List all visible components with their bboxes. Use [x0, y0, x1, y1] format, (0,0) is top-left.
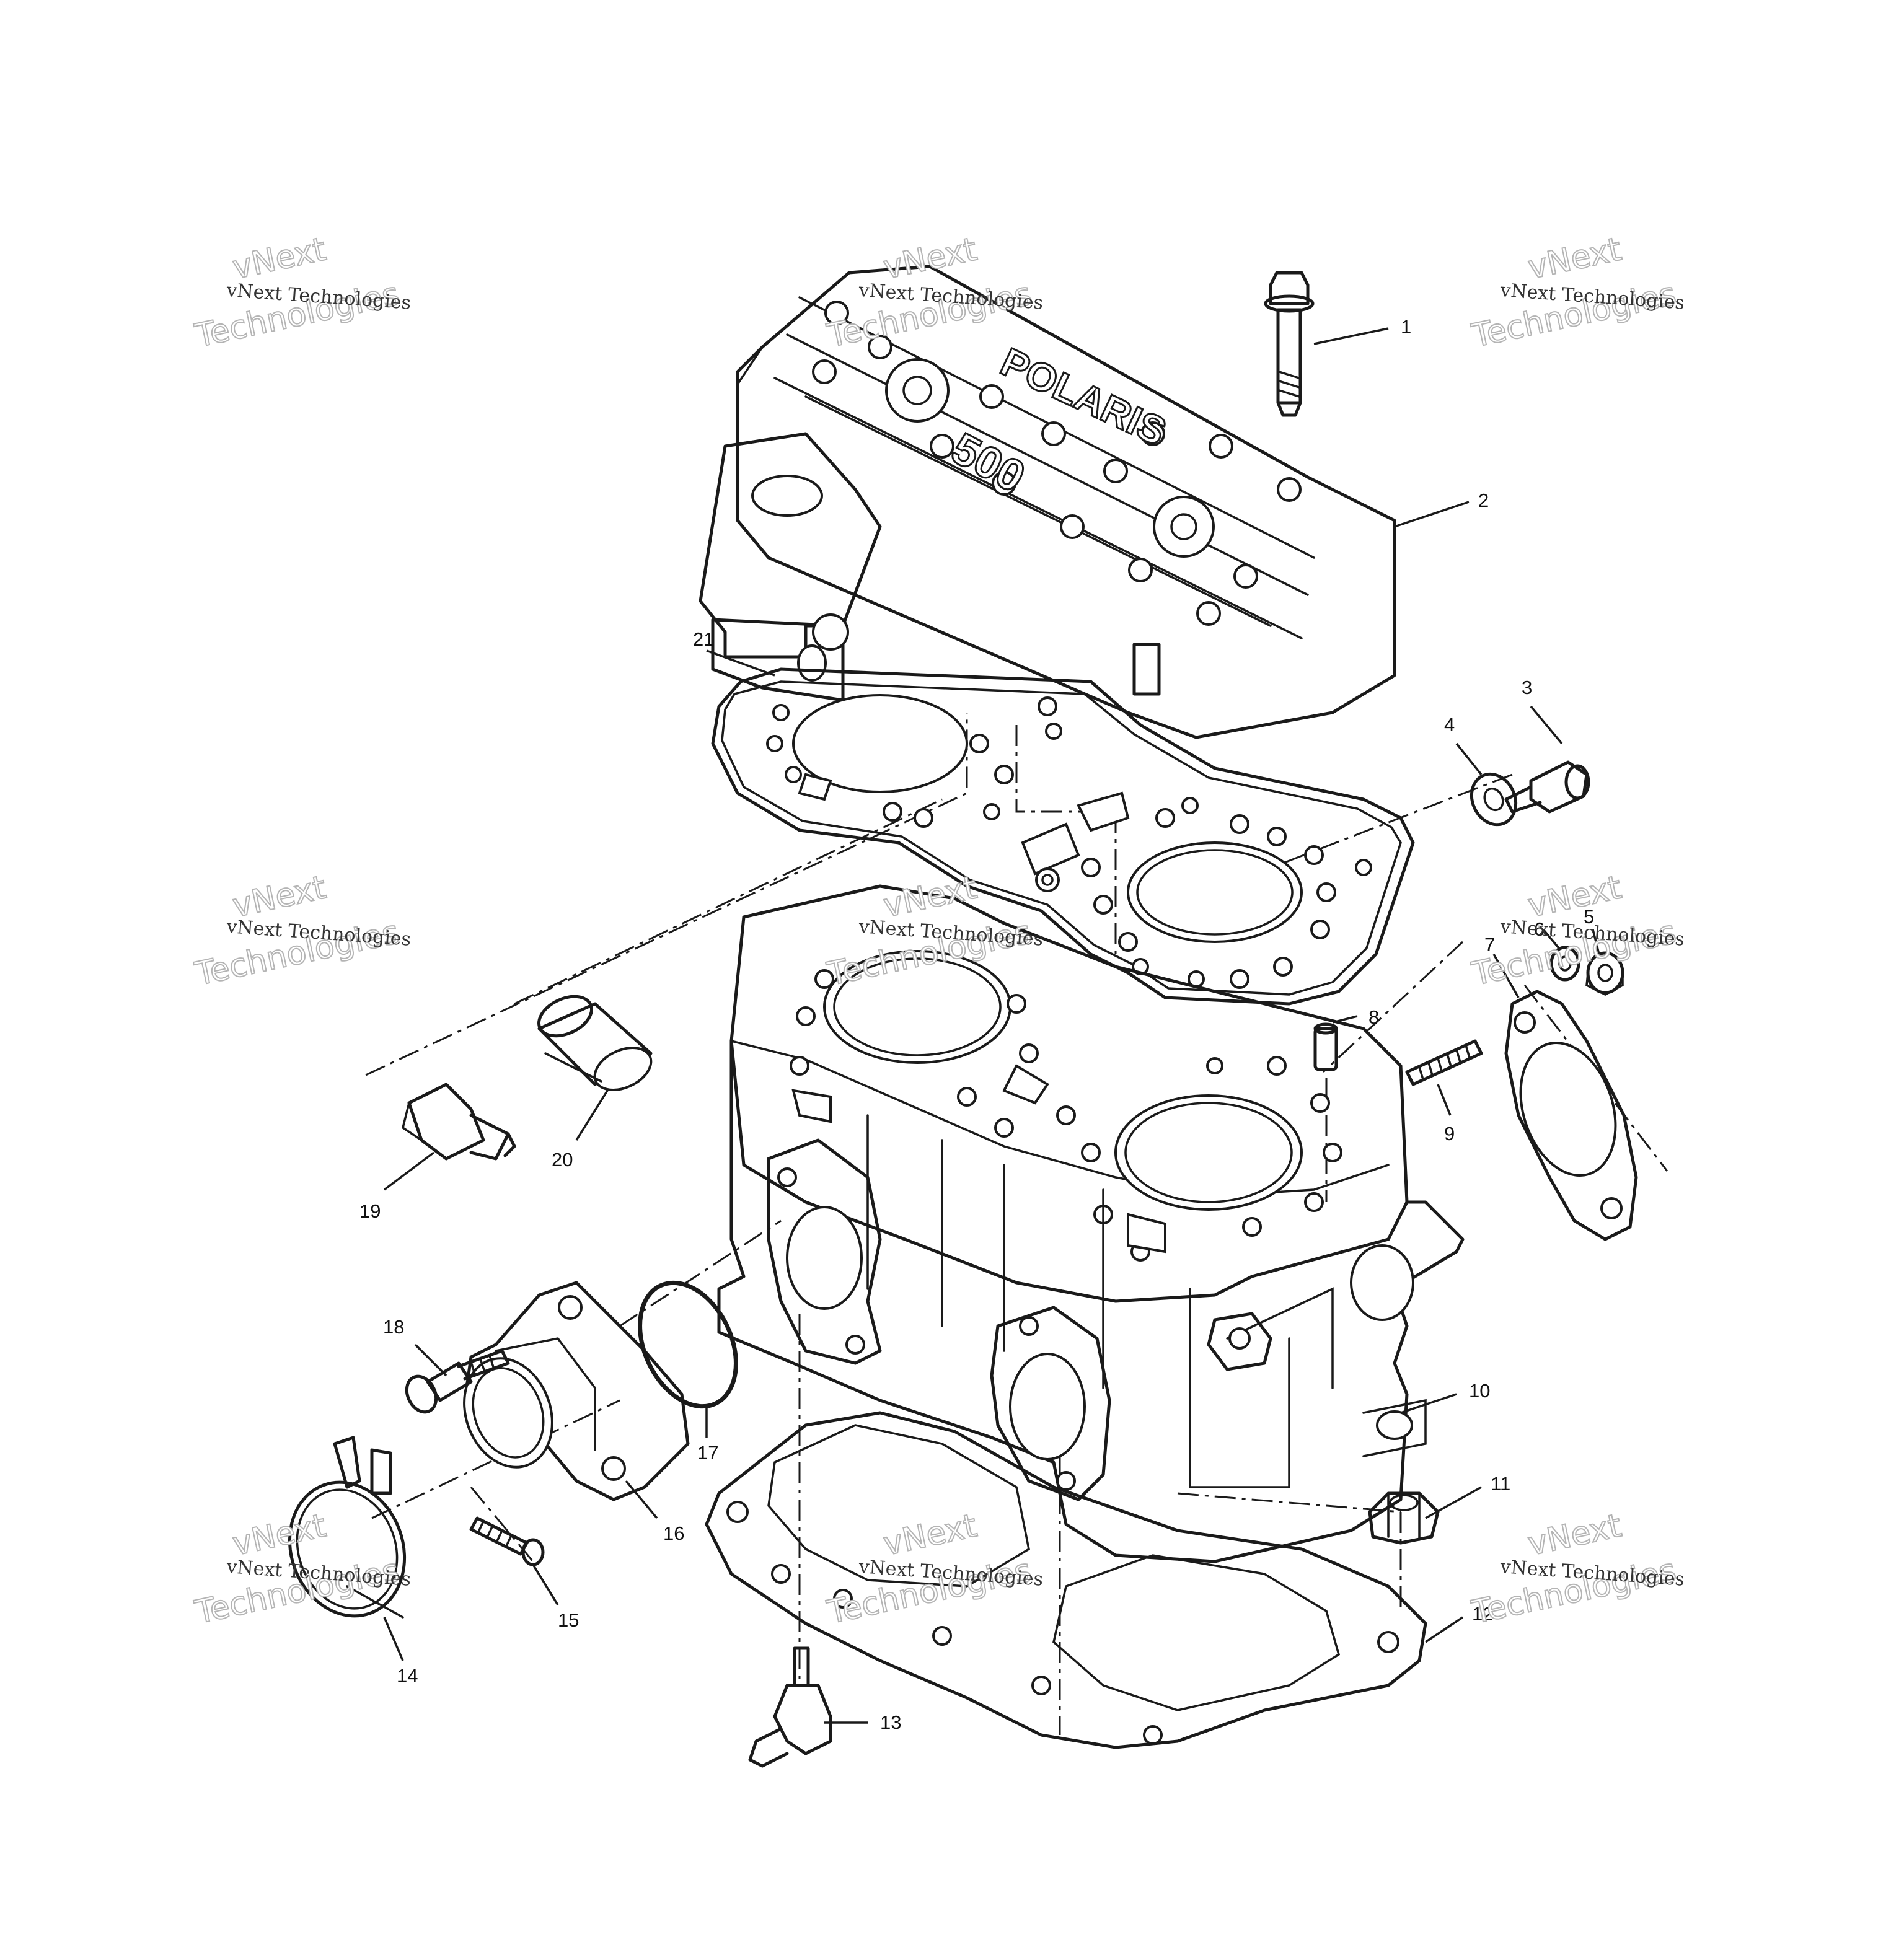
callout-5: 5 [1584, 906, 1594, 928]
callout-8: 8 [1368, 1006, 1379, 1028]
intake-adapter-part-16 [463, 1281, 690, 1501]
svg-text:vNext: vNext [229, 1507, 329, 1563]
callout-2: 2 [1478, 490, 1489, 511]
watermark-middle-left: vNext Technologies vNext Technologies [191, 868, 412, 993]
head-gasket-part-21 [711, 667, 1415, 1006]
washer-part-4 [1470, 772, 1518, 827]
sleeve-part-20 [537, 995, 653, 1091]
svg-text:vNext: vNext [880, 869, 980, 925]
nut-part-5 [1585, 951, 1624, 996]
callout-21: 21 [693, 628, 714, 650]
svg-text:vNext: vNext [1525, 231, 1624, 286]
temperature-sensor-part-19 [402, 1083, 516, 1161]
watermark-top-right: vNext Technologies vNext Technologies [1468, 230, 1685, 355]
watermark-bottom-left: vNext Technologies vNext Technologies [191, 1506, 412, 1632]
svg-text:vNext: vNext [880, 231, 980, 286]
screw-part-15 [469, 1516, 545, 1566]
watermark-middle-right: vNext Technologies vNext Technologies [1468, 868, 1685, 993]
bolt-part-3 [1504, 760, 1590, 814]
callout-16: 16 [663, 1522, 684, 1544]
callout-4: 4 [1444, 714, 1455, 736]
callout-17: 17 [697, 1442, 718, 1464]
svg-text:vNext: vNext [1525, 1507, 1624, 1563]
watermark-bottom-center: vNext Technologies vNext Technologies [823, 1506, 1044, 1632]
svg-text:vNext: vNext [229, 231, 329, 286]
callout-12: 12 [1472, 1603, 1493, 1625]
callout-labels: 1 2 3 4 5 6 7 8 9 10 11 12 13 14 15 16 1… [359, 316, 1594, 1733]
dowel-pin-part-8 [1313, 1022, 1338, 1071]
callout-14: 14 [397, 1665, 418, 1687]
hose-clamp-part-14 [288, 1436, 407, 1619]
callout-10: 10 [1469, 1380, 1490, 1402]
callout-1: 1 [1401, 316, 1411, 338]
head-model-engraving: 500 [943, 423, 1033, 502]
elbow-fitting-part-13 [748, 1646, 832, 1768]
lock-washer-part-6 [1549, 946, 1580, 982]
o-ring-part-17 [638, 1280, 738, 1409]
svg-text:vNext: vNext [1525, 869, 1624, 925]
callout-6: 6 [1534, 918, 1545, 940]
callout-13: 13 [880, 1711, 901, 1733]
cylinder-part-10 [717, 884, 1465, 1563]
head-brand-engraving: POLARIS [994, 339, 1173, 454]
callout-11: 11 [1491, 1473, 1510, 1495]
callout-7: 7 [1484, 934, 1495, 955]
bolt-part-1 [1264, 271, 1315, 417]
watermark-top-left: vNext Technologies vNext Technologies [191, 230, 412, 355]
base-gasket-part-12 [705, 1411, 1427, 1749]
callout-18: 18 [383, 1316, 404, 1338]
cylinder-head-part-2: POLARIS 500 [699, 265, 1396, 739]
callout-9: 9 [1444, 1123, 1455, 1144]
watermark-top-center: vNext Technologies vNext Technologies [823, 230, 1044, 355]
socket-screw-part-18 [405, 1349, 510, 1414]
stud-part-9 [1405, 1039, 1483, 1086]
svg-text:vNext: vNext [880, 1507, 980, 1563]
watermark-bottom-right: vNext Technologies vNext Technologies [1468, 1506, 1685, 1632]
exhaust-gasket-part-7 [1504, 990, 1638, 1241]
callout-19: 19 [359, 1200, 381, 1222]
flange-nut-part-11 [1368, 1491, 1440, 1545]
callout-3: 3 [1522, 677, 1532, 698]
leader-lines [383, 327, 1600, 1724]
callout-20: 20 [552, 1149, 573, 1171]
callout-15: 15 [558, 1609, 579, 1631]
